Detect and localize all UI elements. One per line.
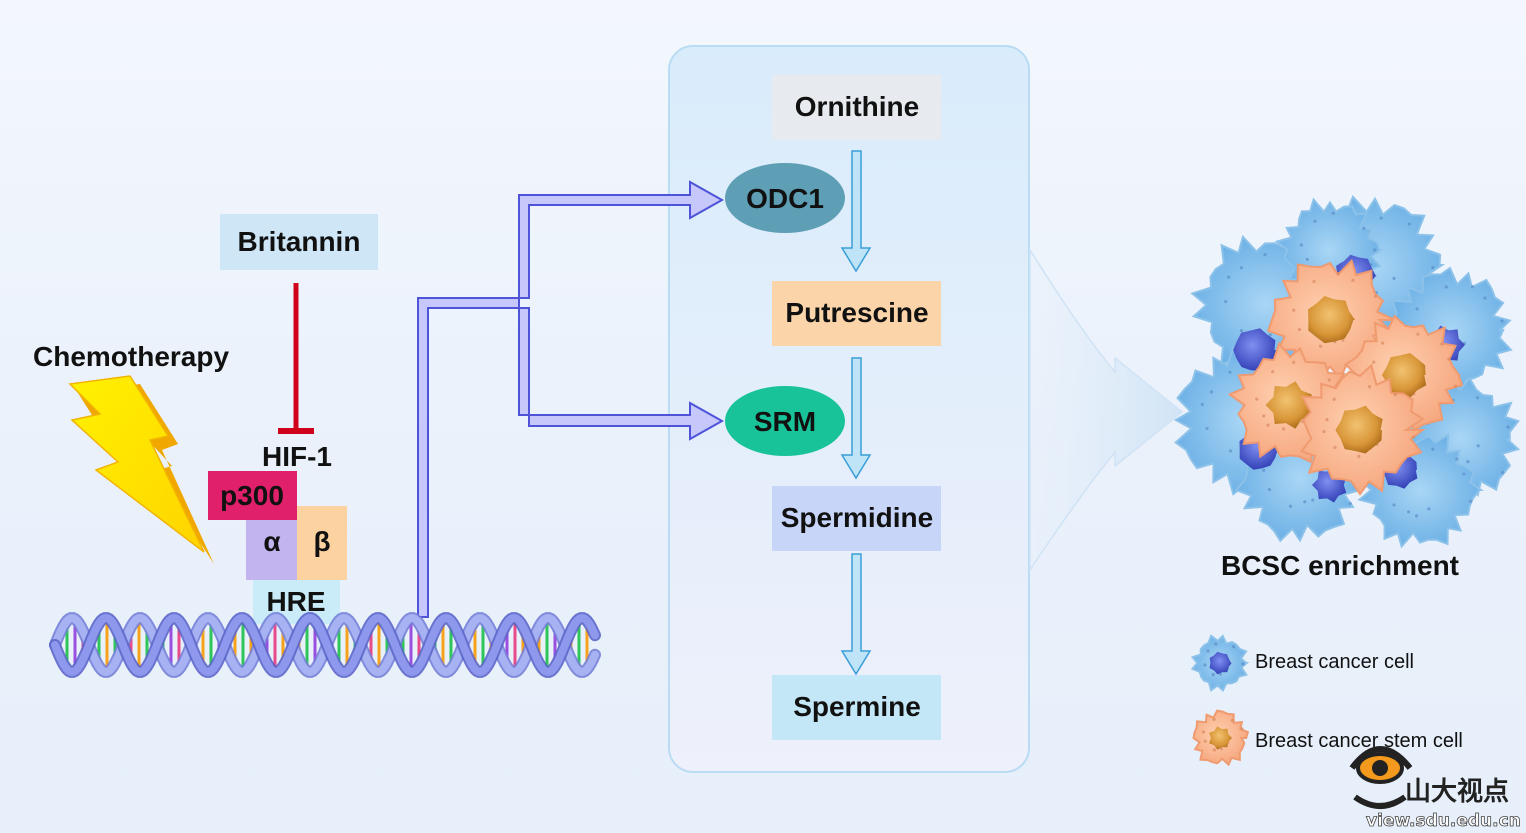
watermark-url: view.sdu.edu.cn <box>1366 811 1521 831</box>
lightning-bolt-icon <box>68 375 214 564</box>
p300-box <box>208 471 297 520</box>
enrichment-arrow <box>1029 247 1184 573</box>
spermidine-box <box>772 486 941 551</box>
hif1-label: HIF-1 <box>262 441 332 472</box>
inhibition-symbol <box>278 283 314 434</box>
pathway-arrows <box>840 150 872 676</box>
bcsc-enrichment-label: BCSC enrichment <box>1221 550 1459 581</box>
ornithine-box <box>772 75 941 140</box>
hre-label: HRE <box>266 586 325 617</box>
srm-label: SRM <box>754 406 816 437</box>
legend-stem-cell-label: Breast cancer stem cell <box>1255 730 1463 752</box>
britannin-label: Britannin <box>238 226 361 257</box>
connector-arrows <box>417 180 725 618</box>
britannin-box <box>220 214 378 270</box>
gene-to-enzyme-arrow <box>417 180 725 618</box>
hif1-alpha-box <box>246 520 297 580</box>
hif1-beta-box <box>297 506 347 580</box>
chemotherapy-label: Chemotherapy <box>33 341 229 372</box>
putrescine-label: Putrescine <box>785 297 928 328</box>
ornithine-label: Ornithine <box>795 91 919 122</box>
breast-cancer-cell-icon <box>1190 634 1250 692</box>
odc1-enzyme <box>725 163 845 233</box>
bcsc-cluster-icon <box>1173 195 1521 549</box>
watermark-brand: 山大视点 <box>1405 776 1509 807</box>
arrow-putrescine-spermidine <box>840 357 872 480</box>
spermine-label: Spermine <box>793 691 921 722</box>
putrescine-box <box>772 281 941 346</box>
spermidine-label: Spermidine <box>781 502 933 533</box>
spermine-box <box>772 675 941 740</box>
p300-label: p300 <box>220 480 284 511</box>
legend: Breast cancer cell Breast cancer stem ce… <box>1190 634 1463 767</box>
dna-helix-icon <box>49 612 601 678</box>
legend-cancer-cell-label: Breast cancer cell <box>1255 651 1414 673</box>
eye-logo-icon <box>1349 746 1413 809</box>
alpha-label: α <box>263 526 280 557</box>
beta-label: β <box>313 526 330 557</box>
breast-cancer-stem-cell-icon <box>1192 709 1250 767</box>
watermark-logo: 山大视点 view.sdu.edu.cn <box>1349 746 1521 831</box>
arrow-ornithine-putrescine <box>840 150 872 273</box>
arrow-spermidine-spermine <box>840 553 872 676</box>
odc1-label: ODC1 <box>746 183 824 214</box>
srm-enzyme <box>725 386 845 456</box>
